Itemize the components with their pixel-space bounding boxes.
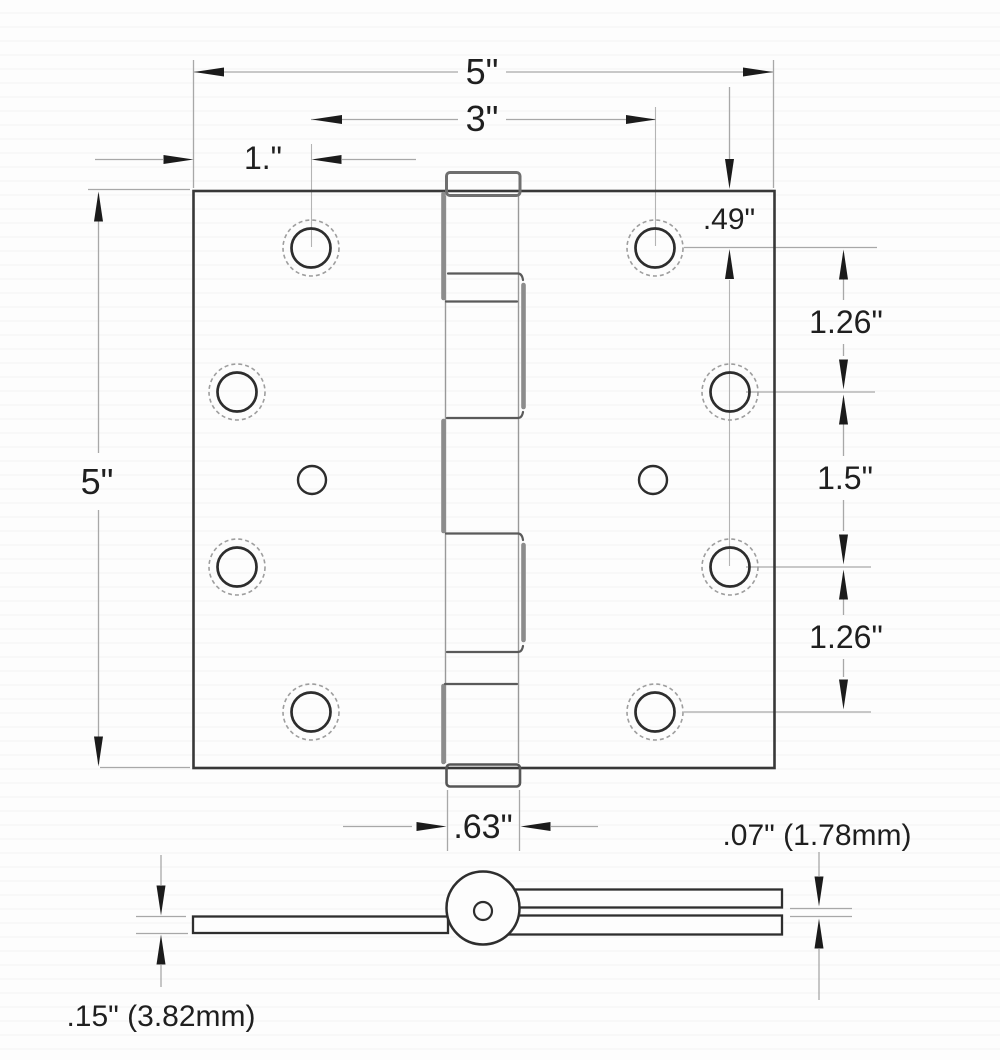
- dimension-arrows: [156, 822, 824, 965]
- countersunk-hole: [701, 538, 759, 596]
- barrel-end: [445, 870, 521, 946]
- pin-hole: [637, 464, 669, 496]
- dim-hole-span: 3": [466, 98, 499, 139]
- countersunk-hole: [701, 363, 759, 421]
- dimension-arrows: [94, 67, 848, 767]
- hinge-plate: [192, 189, 776, 770]
- dim-overall-width: 5": [466, 51, 499, 92]
- barrel-bottom-cap: [445, 763, 522, 788]
- pin-hole-end: [472, 900, 494, 922]
- dimension-lines: [136, 790, 852, 1000]
- dim-overall-height: 5": [81, 461, 114, 502]
- dim-hole-spacing-upper: 1.26": [809, 304, 883, 340]
- dimension-labels: 5" 3" 1." .49" 1.26" 1.5" 1.26" 5": [81, 51, 883, 655]
- countersunk-hole: [626, 683, 684, 741]
- hinge-barrel: [441, 171, 526, 788]
- countersunk-hole: [626, 219, 684, 277]
- dim-hole-spacing-lower: 1.26": [809, 619, 883, 655]
- right-leaf-lower-edge: [484, 914, 784, 936]
- dim-hole-spacing-middle: 1.5": [817, 460, 873, 496]
- countersunk-hole: [282, 219, 340, 277]
- dim-edge-to-hole: 1.": [244, 140, 282, 176]
- dimension-lines: [88, 60, 877, 769]
- countersunk-hole: [208, 363, 266, 421]
- dim-leaf-thickness: .15" (3.82mm): [66, 1000, 255, 1033]
- dim-top-edge-to-hole: .49": [703, 203, 755, 236]
- dim-knuckle-width: .63": [453, 808, 512, 846]
- front-view: 5" 3" 1." .49" 1.26" 1.5" 1.26" 5": [81, 51, 883, 788]
- dim-leaf-gap: .07" (1.78mm): [722, 819, 911, 852]
- left-leaf-edge: [191, 915, 450, 935]
- countersunk-hole: [282, 683, 340, 741]
- hinge-leaves-edge: [191, 870, 784, 946]
- dimension-labels: .63" .07" (1.78mm) .15" (3.82mm): [66, 808, 911, 1033]
- screw-holes: [208, 219, 759, 741]
- side-view: .63" .07" (1.78mm) .15" (3.82mm): [66, 790, 912, 1033]
- barrel-top-cap: [445, 171, 522, 197]
- right-leaf-upper-edge: [484, 888, 784, 909]
- countersunk-hole: [208, 538, 266, 596]
- pin-hole: [296, 464, 328, 496]
